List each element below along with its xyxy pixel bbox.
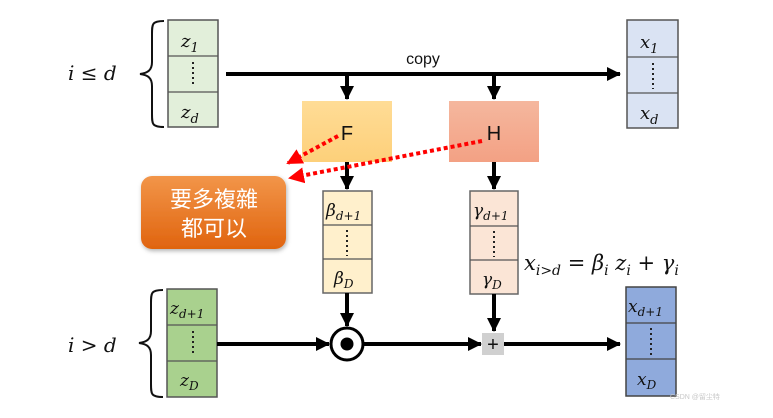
z-bottom-last: zD — [179, 371, 199, 393]
brace-top — [139, 20, 165, 128]
equation: xi>d = βi zi + γi — [524, 251, 679, 279]
condition-top-label: i ≤ d — [68, 61, 117, 85]
gamma-first: γd+1 — [473, 201, 509, 223]
brace-bottom — [138, 289, 164, 398]
vector-z-bottom: zd+1 zD — [166, 288, 218, 398]
F-label: F — [341, 123, 353, 145]
z-top-first: z1 — [180, 31, 199, 56]
note-line-1: 要多複雜 — [170, 188, 258, 213]
sum-operator: + — [482, 333, 504, 356]
dotted-arrow-F-to-note — [286, 134, 339, 165]
note-line-2: 都可以 — [181, 217, 247, 242]
z-top-last: zd — [180, 102, 199, 127]
network-H: H — [449, 101, 539, 162]
x-top-last: xd — [640, 103, 658, 128]
x-bottom-last: xD — [637, 370, 657, 392]
vector-x-top: x1 xd — [626, 19, 679, 129]
condition-bottom-label: i > d — [68, 333, 117, 357]
dotted-arrow-H-to-note — [288, 139, 483, 184]
beta-last: βD — [333, 269, 354, 291]
vector-x-bottom: xd+1 xD — [625, 286, 677, 397]
vector-beta: βd+1 βD — [322, 190, 373, 294]
watermark: CSDN @留尘特 — [670, 392, 720, 401]
x-top-first: x1 — [640, 32, 658, 57]
vector-gamma: γd+1 γD — [469, 190, 519, 295]
elementwise-product-operator — [329, 326, 365, 362]
vector-z-top: z1 zd — [167, 19, 219, 128]
complexity-note — [141, 176, 286, 249]
H-label: H — [487, 123, 501, 145]
network-F: F — [302, 101, 392, 162]
beta-first: βd+1 — [325, 201, 361, 223]
gamma-last: γD — [482, 270, 502, 292]
copy-label: copy — [406, 51, 440, 68]
x-bottom-first: xd+1 — [628, 297, 663, 319]
svg-text:+: + — [487, 334, 499, 356]
z-bottom-first: zd+1 — [169, 299, 204, 321]
